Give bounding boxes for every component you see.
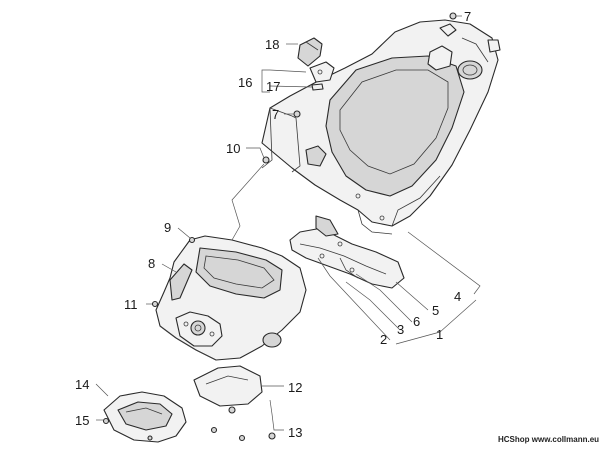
plate-12 xyxy=(193,365,263,407)
helmet-compartment xyxy=(261,19,501,235)
callout-1: 1 xyxy=(436,327,443,342)
inner-cover-14 xyxy=(103,391,187,443)
screw-7-top xyxy=(449,12,457,20)
bracket-2 xyxy=(289,215,405,289)
callout-11: 11 xyxy=(124,297,138,312)
callout-15: 15 xyxy=(75,413,89,428)
callout-5: 5 xyxy=(432,303,439,318)
callout-labels: 7 18 16 17 7 10 9 8 11 4 5 6 3 1 2 12 13… xyxy=(75,9,471,440)
rear-shield-8 xyxy=(155,235,307,361)
callout-7-top: 7 xyxy=(464,9,471,24)
screw-11 xyxy=(151,300,159,308)
callout-10: 10 xyxy=(226,141,240,156)
relay-bracket-18 xyxy=(297,37,323,67)
screw-15 xyxy=(102,417,153,441)
watermark-text: HCShop www.collmann.eu xyxy=(498,435,599,444)
screw-9 xyxy=(188,236,196,244)
callout-13: 13 xyxy=(288,425,302,440)
callout-8: 8 xyxy=(148,256,155,271)
callout-18: 18 xyxy=(265,37,279,52)
callout-17: 17 xyxy=(266,79,280,94)
fuse-17 xyxy=(311,83,324,91)
callout-6: 6 xyxy=(413,314,420,329)
clip-10 xyxy=(262,156,270,164)
callout-2: 2 xyxy=(380,332,387,347)
callout-14: 14 xyxy=(75,377,89,392)
callout-9: 9 xyxy=(164,220,171,235)
callout-4: 4 xyxy=(454,289,461,304)
leader-lines xyxy=(95,15,481,431)
callout-3: 3 xyxy=(397,322,404,337)
washers-13 xyxy=(210,406,276,442)
callout-16: 16 xyxy=(238,75,252,90)
callout-7-mid: 7 xyxy=(272,107,279,122)
callout-12: 12 xyxy=(288,380,302,395)
screw-7-mid xyxy=(293,110,301,118)
holder-16 xyxy=(309,61,335,83)
